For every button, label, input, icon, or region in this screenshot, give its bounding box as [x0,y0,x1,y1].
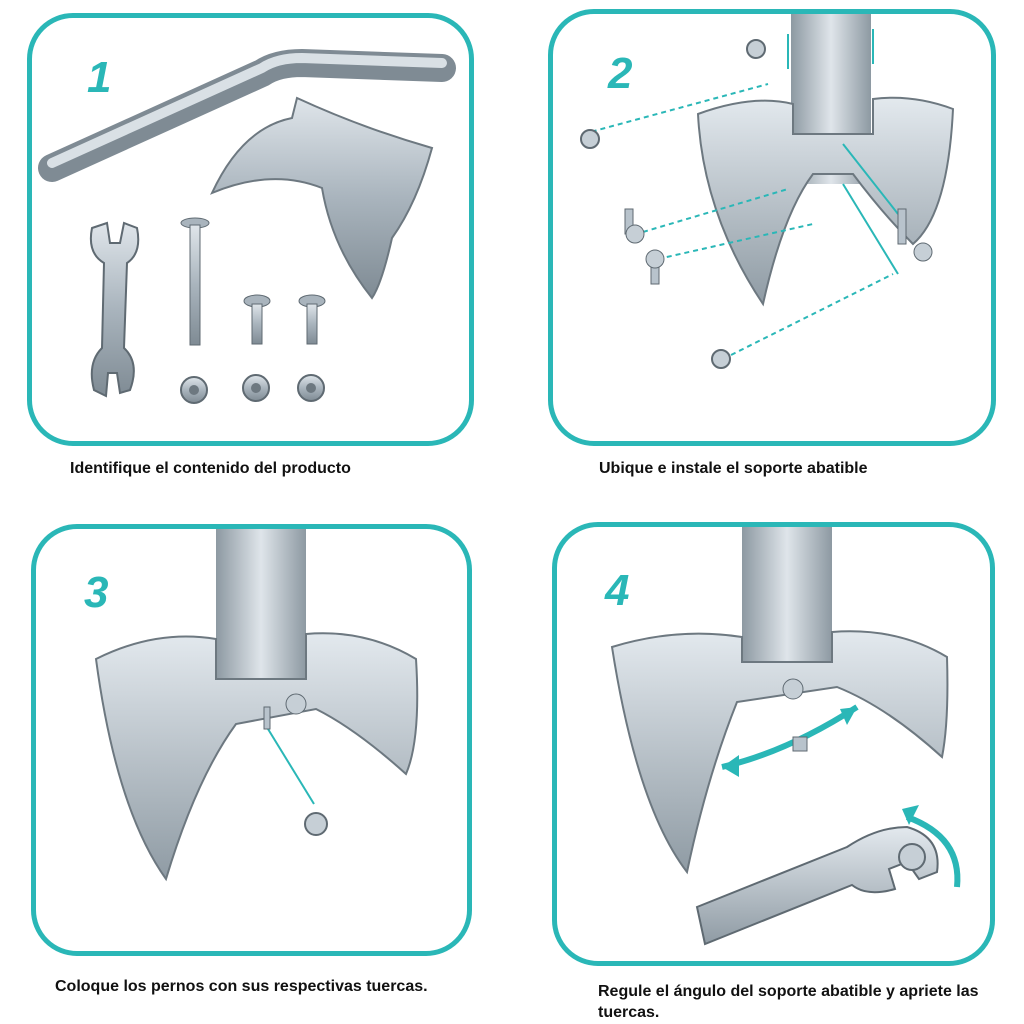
nut [746,39,766,59]
adjust-angle-illustration [610,527,961,946]
step-4-panel: 4 [552,522,995,966]
bolt [782,678,808,752]
nut [304,812,328,836]
assembly-guide [267,728,315,805]
mast-pipe [216,529,306,689]
bolt [263,693,307,730]
nut [711,349,731,369]
folding-bracket [696,96,955,307]
step-2-panel: 2 [548,9,996,446]
step-4-caption: Regule el ángulo del soporte abatible y … [598,983,979,1021]
wrench [89,221,140,398]
arrow-head-left [722,755,739,777]
step-1-panel: 1 [27,13,474,446]
nut [180,376,208,404]
wrench [695,825,939,946]
step-3-panel: 3 [31,524,472,956]
arrow-head [902,805,919,825]
step-2-caption: Ubique e instale el soporte abatible [599,460,868,477]
short-bolt [298,294,326,345]
install-bracket-illustration [580,14,955,369]
folding-bracket [210,96,434,300]
arrow-head-right [840,707,857,725]
rotation-arrow [721,704,859,770]
short-bolt [897,208,933,262]
bolts-and-nuts-illustration [94,529,419,882]
step-1-caption: Identifique el contenido del producto [70,460,351,477]
step-4-number: 4 [605,566,630,615]
step-3-caption: Coloque los pernos con sus respectivas t… [55,978,428,995]
assembly-guides [582,29,899,360]
folding-bracket [610,630,949,875]
short-bolt [645,249,665,285]
product-contents-illustration [38,48,456,404]
step-2-number: 2 [608,49,633,98]
step-3-number: 3 [84,568,109,617]
tighten-arrow [905,814,961,888]
folding-bracket [94,632,419,882]
short-bolt [243,294,271,345]
nut [297,374,325,402]
mast-pipe [742,527,832,662]
long-bolt [180,217,210,346]
short-bolt [624,208,645,244]
step-1-number: 1 [87,53,112,102]
nut [580,129,600,149]
nut [242,374,270,402]
